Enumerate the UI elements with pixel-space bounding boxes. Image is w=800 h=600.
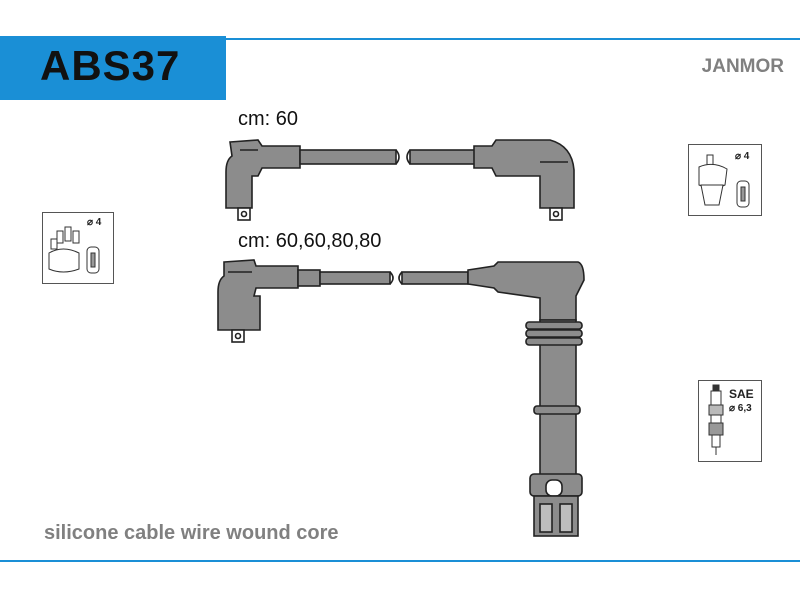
header-rule [226, 38, 800, 40]
distributor-cap-icon-right: ⌀ 4 [688, 144, 762, 216]
distributor-count-left: ⌀ 4 [87, 217, 102, 228]
spark-plug-icon-box: SAE ⌀ 6,3 [698, 380, 762, 462]
cable-2-right-boot [467, 261, 585, 537]
distributor-cap-icon [698, 154, 750, 208]
spark-plug-standard: SAE [729, 387, 754, 401]
cable-2-left-boot [217, 259, 299, 343]
cable-2-collar [297, 269, 321, 287]
cable-1-left-boot [225, 139, 301, 221]
product-description: silicone cable wire wound core [44, 522, 339, 544]
cable-2-wire-left [319, 271, 391, 285]
cable-length-label-2: cm: 60,60,80,80 [238, 230, 382, 252]
cable-1-right-boot [473, 139, 575, 221]
footer-rule [0, 560, 800, 562]
part-code: ABS37 [40, 42, 181, 89]
distributor-count-right: ⌀ 4 [735, 151, 750, 162]
part-code-box [0, 36, 226, 100]
distributor-cap-icon-left: ⌀ 4 [42, 212, 114, 284]
cable-2-wire-right [401, 271, 469, 285]
cable-1-wire-left [299, 149, 397, 165]
spark-plug-diameter: ⌀ 6,3 [729, 403, 752, 414]
spark-plug-icon [708, 384, 724, 455]
brand-name: JANMOR [701, 56, 784, 77]
distributor-cap-icon [48, 226, 100, 274]
cable-length-label-1: cm: 60 [238, 108, 299, 130]
